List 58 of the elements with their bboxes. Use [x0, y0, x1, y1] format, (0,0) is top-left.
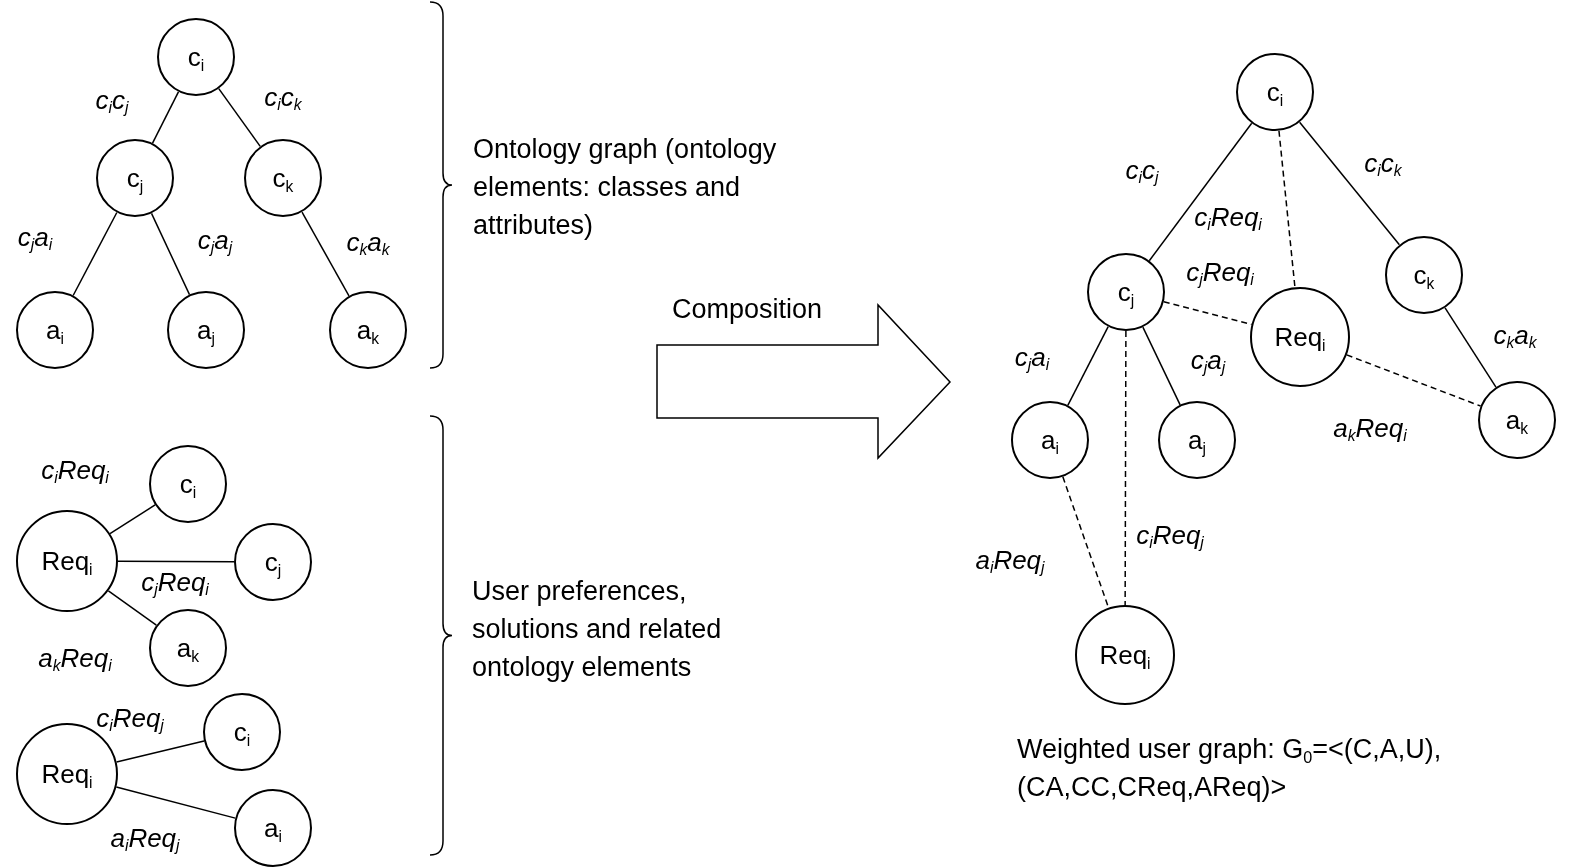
edge-label: c$_{k}$a$_{k}$	[346, 227, 390, 257]
connector-line	[150, 212, 191, 296]
edge-label: a$_{i}$Req$_{j}$	[110, 823, 180, 853]
node-label: c$_{i}$	[1266, 79, 1284, 105]
edge-label: c$_{i}$c$_{k}$	[264, 82, 302, 112]
description-text: Ontology graph (ontology elements: classes and attributes)	[473, 133, 778, 242]
connector-line	[107, 590, 158, 626]
connector-line	[1124, 330, 1127, 606]
connector-line	[151, 91, 180, 144]
connector-line	[1444, 307, 1497, 388]
connector-line	[115, 786, 236, 819]
edge-label: c$_{j}$a$_{j}$	[1190, 345, 1226, 375]
node-label: Req$_{i}$	[41, 761, 93, 787]
edge-label: c$_{i}$c$_{j}$	[95, 85, 129, 115]
node-label: a$_{k}$	[176, 635, 200, 661]
node-label: a$_{i}$	[46, 317, 64, 343]
connector-line	[1067, 325, 1109, 407]
node-label: a$_{i}$	[264, 815, 282, 841]
node-label: c$_{i}$	[233, 719, 251, 745]
edge-label: c$_{i}$c$_{j}$	[1125, 155, 1159, 185]
node-label: c$_{k}$	[272, 165, 294, 191]
connector-line	[1298, 121, 1401, 246]
edge-label: c$_{i}$Req$_{i}$	[41, 455, 109, 485]
node-label: Req$_{i}$	[1274, 324, 1326, 350]
connector-line	[1278, 130, 1296, 288]
connector-line	[72, 211, 118, 297]
connector-line	[301, 211, 350, 297]
edge-label: c$_{j}$a$_{j}$	[197, 225, 233, 255]
connector-line	[115, 740, 205, 763]
edge-label: c$_{j}$Req$_{i}$	[141, 567, 209, 597]
connector-line	[218, 87, 261, 148]
node-label: a$_{k}$	[356, 317, 380, 343]
edge-label: c$_{i}$Req$_{j}$	[96, 703, 164, 733]
caption-text: Weighted user graph: G$_{0}$=<(C,A,U),(CA,CC,CReq,AReq)>	[1017, 733, 1443, 804]
edge-label: c$_{j}$a$_{i}$	[1014, 342, 1050, 372]
node-label: a$_{k}$	[1505, 407, 1529, 433]
edge-label: a$_{i}$Req$_{j}$	[975, 545, 1045, 575]
edge-label: c$_{j}$a$_{i}$	[17, 222, 53, 252]
edge-label: c$_{i}$Req$_{i}$	[1194, 202, 1262, 232]
connector-line	[1142, 326, 1181, 406]
edge-label: a$_{k}$Req$_{i}$	[1333, 413, 1407, 443]
description-text: User preferences, solutions and related ontology elements	[472, 575, 723, 684]
node-label: a$_{i}$	[1041, 427, 1059, 453]
connector-line	[1345, 354, 1482, 407]
arrow-label: Composition	[672, 293, 824, 326]
node-label: Req$_{i}$	[41, 548, 93, 574]
node-label: c$_{i}$	[179, 471, 197, 497]
connector-line	[117, 560, 235, 563]
edge-label: c$_{k}$a$_{k}$	[1493, 320, 1537, 350]
edge-label: a$_{k}$Req$_{i}$	[38, 643, 112, 673]
node-label: Req$_{i}$	[1099, 642, 1151, 668]
node-label: c$_{i}$	[187, 44, 205, 70]
edge-label: c$_{i}$Req$_{j}$	[1136, 520, 1204, 550]
edge-label: c$_{j}$Req$_{i}$	[1186, 257, 1254, 287]
connector-line	[1148, 122, 1253, 262]
node-label: c$_{k}$	[1413, 262, 1435, 288]
connector-line	[109, 504, 156, 535]
edge-label: c$_{i}$c$_{k}$	[1364, 148, 1402, 178]
